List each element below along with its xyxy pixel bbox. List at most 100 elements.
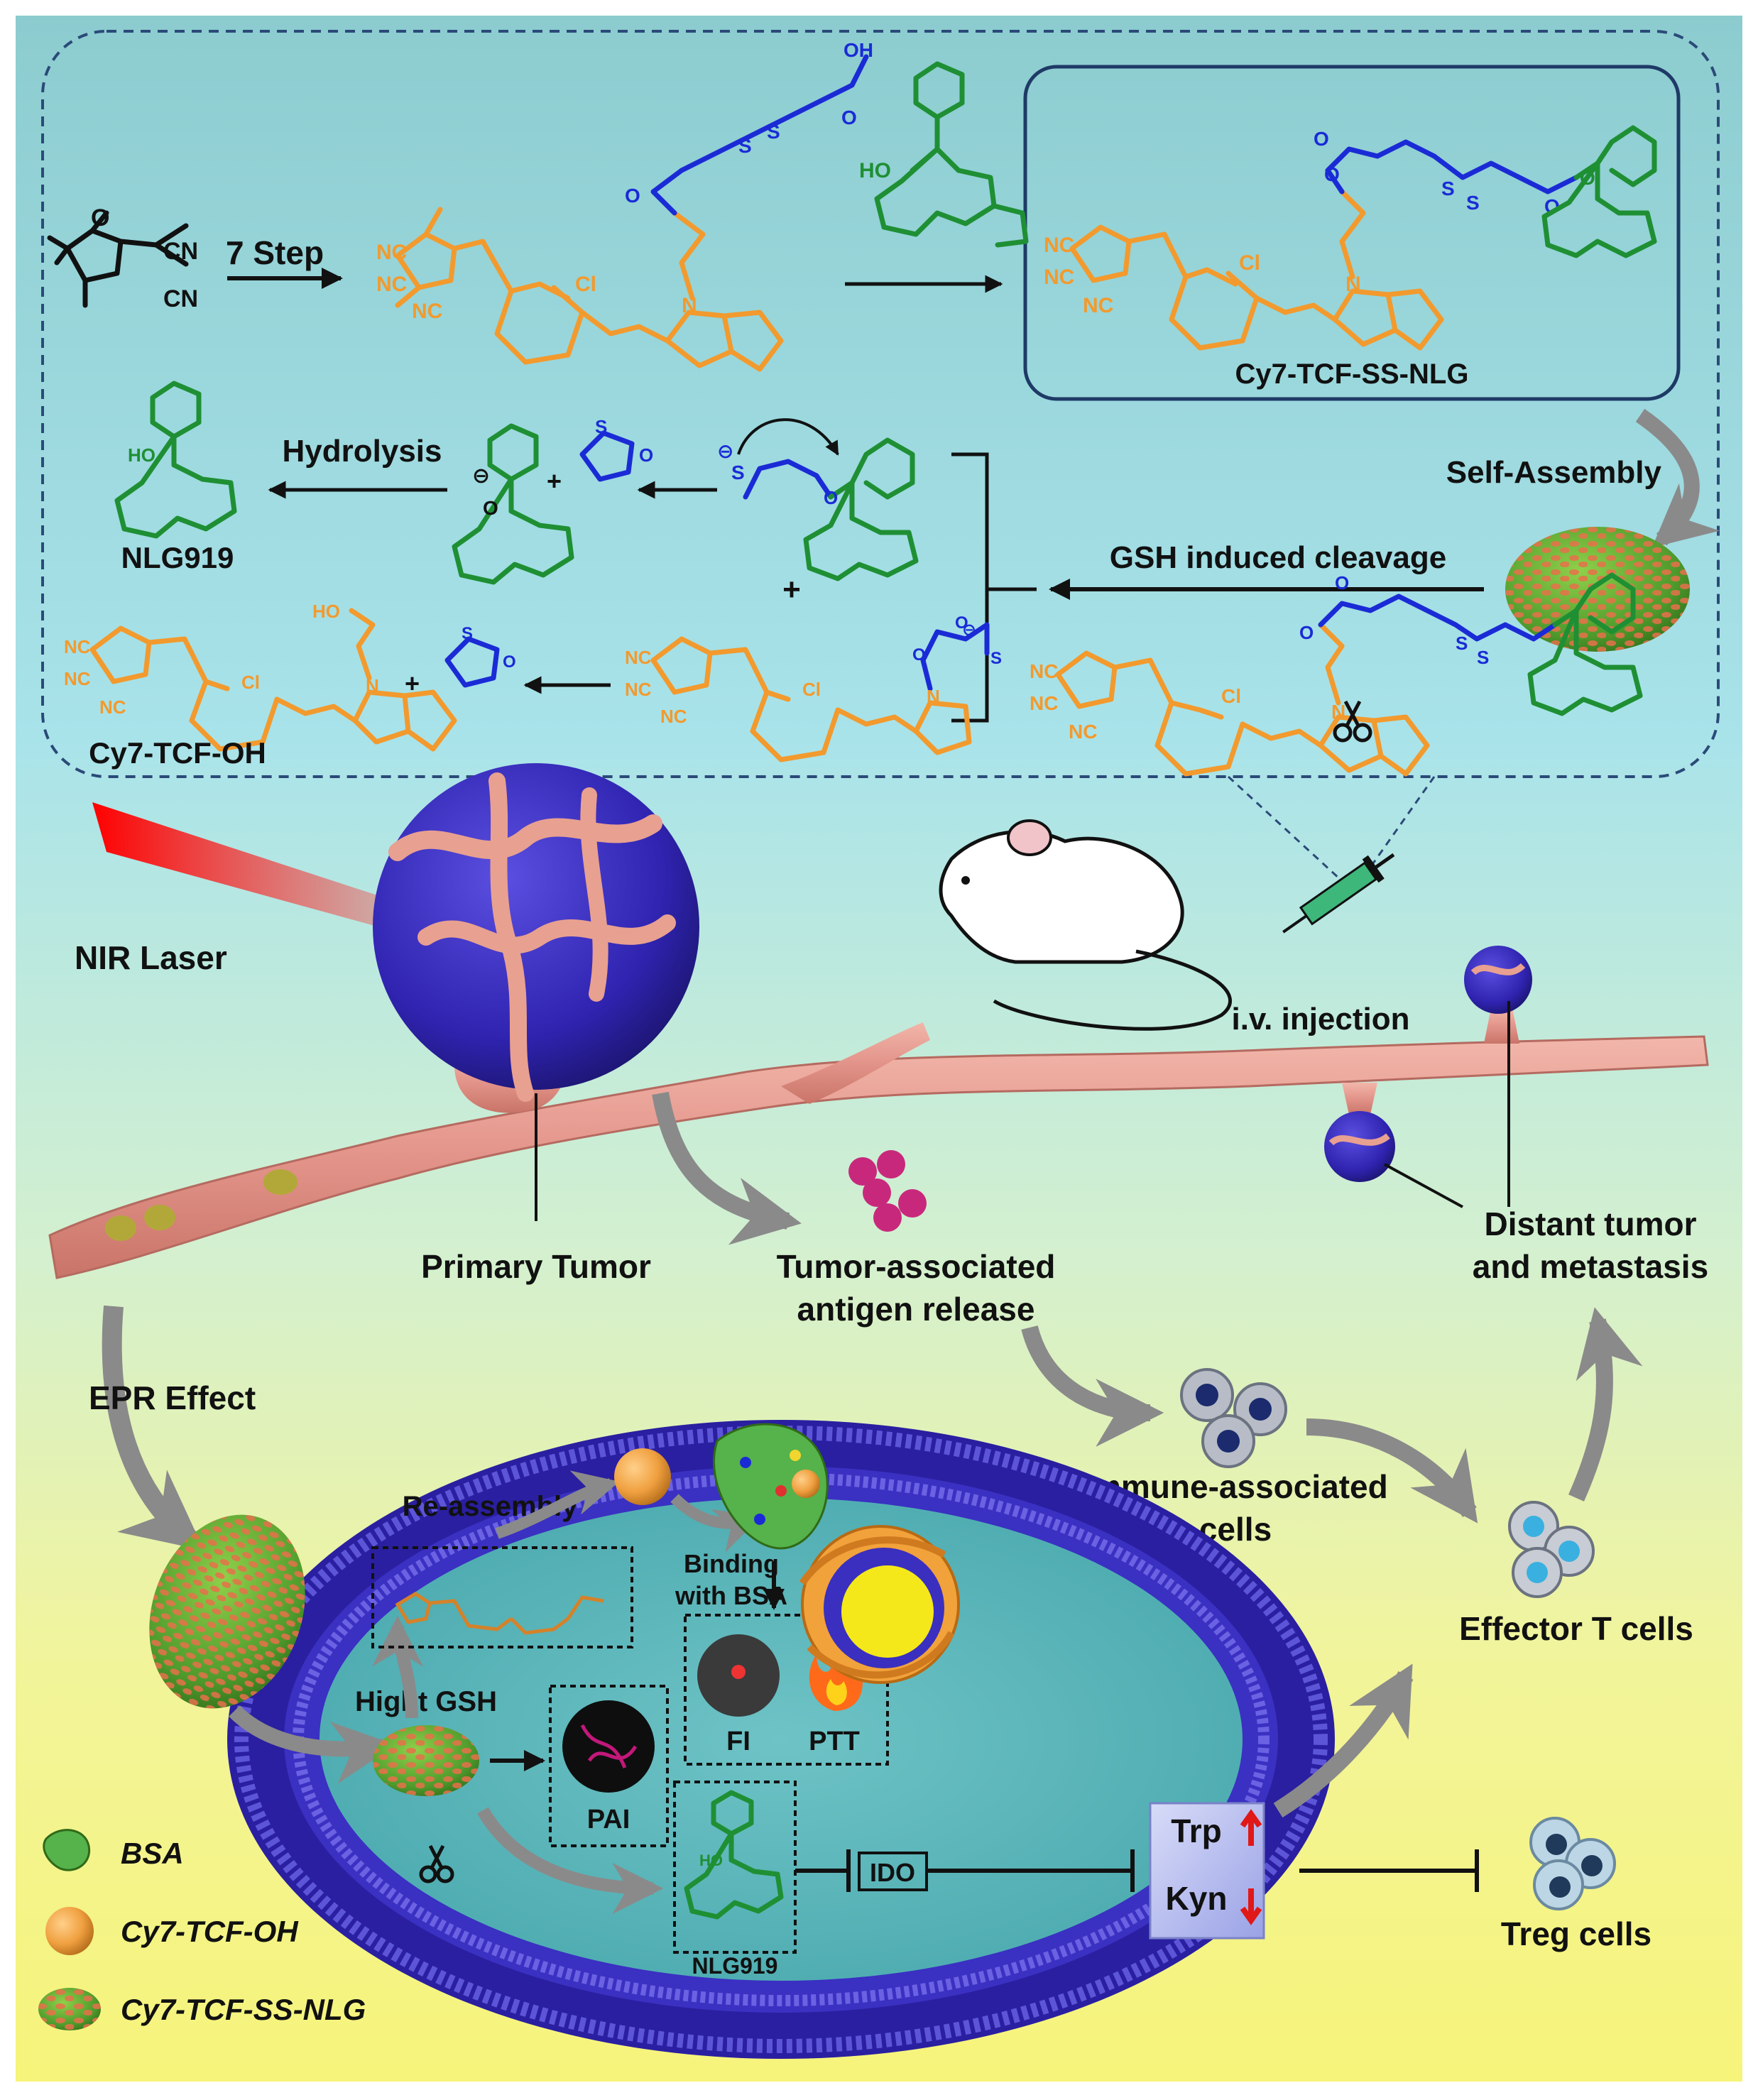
distant-tumor-bottom — [1324, 1083, 1395, 1182]
atom-o-acid: O — [841, 106, 857, 128]
arrow-to-distant — [1568, 1307, 1643, 1502]
atom-ho-nlg: HO — [859, 159, 891, 182]
legend-ss-nlg-dots — [38, 1988, 101, 2030]
cy7-ball-inside — [614, 1448, 671, 1505]
primary-tumor — [373, 763, 699, 1113]
legend-cy7-tcf-oh: Cy7-TCF-OH — [121, 1915, 299, 1948]
pai-signal — [580, 1724, 638, 1768]
atom-s-t2: S — [990, 649, 1002, 668]
scissors-icon-cell — [419, 1844, 454, 1883]
atom-nc-c3: NC — [1069, 721, 1097, 743]
label-epr-effect: EPR Effect — [89, 1379, 256, 1416]
mouse-icon — [939, 819, 1232, 1031]
label-hydrolysis: Hydrolysis — [283, 434, 442, 469]
nlg919-reagent: HO — [859, 61, 1029, 248]
label-nir-laser: NIR Laser — [75, 939, 227, 976]
arrow-to-dye — [372, 1615, 424, 1719]
zoom-line-right — [1355, 776, 1436, 888]
legend: BSA Cy7-TCF-OH Cy7-TCF-SS-NLG — [38, 1829, 366, 2030]
atom-n-t: N — [927, 686, 940, 707]
atom-ho-product: HO — [128, 444, 155, 466]
dye-box — [371, 1546, 633, 1648]
label-primary-tumor: Primary Tumor — [421, 1248, 651, 1285]
label-antigen-release-2: antigen release — [797, 1291, 1035, 1328]
atom-minus-t2: ⊖ — [962, 620, 976, 640]
atom-cl-t: Cl — [802, 679, 821, 700]
atom-s-c2: S — [1477, 647, 1489, 668]
label-pai: PAI — [587, 1805, 630, 1834]
atom-nc-p2: NC — [1044, 266, 1074, 289]
nlg919-box — [673, 1781, 797, 1954]
label-binding-1: Binding — [684, 1549, 779, 1578]
arrow-to-effector-from-trp — [1273, 1663, 1414, 1818]
product-molecule: NC NC NC Cl N O O S S O O — [1044, 125, 1657, 351]
atom-o-t: O — [824, 487, 838, 508]
label-fi: FI — [726, 1727, 750, 1756]
atom-s-t: S — [731, 461, 745, 483]
atom-minus-t: ⊖ — [717, 440, 733, 462]
atom-cn-1: CN — [163, 238, 198, 265]
arrow-to-immune — [1021, 1325, 1164, 1447]
atom-nc-p3: NC — [1083, 294, 1113, 317]
atom-s-thiolactone-1: S — [595, 416, 607, 437]
distant-tumor-top — [1464, 946, 1532, 1044]
atom-n-p: N — [1345, 273, 1361, 296]
vessel-branch — [781, 1022, 930, 1104]
nlg919-product: HO — [114, 381, 237, 539]
atom-oh-acid: OH — [843, 39, 873, 61]
atom-ho-o: HO — [312, 601, 340, 622]
atom-cl-c: Cl — [1221, 685, 1241, 707]
atom-o-p1: O — [1314, 128, 1329, 150]
treg-cells — [1529, 1817, 1616, 1910]
label-ido: IDO — [870, 1858, 915, 1887]
atom-n: N — [682, 294, 697, 317]
nir-laser-beam — [92, 802, 454, 948]
atom-n-c: N — [1331, 701, 1345, 723]
label-binding-2: with BSA — [675, 1581, 787, 1610]
label-ptt: PTT — [809, 1727, 860, 1756]
vessel-particle-3 — [263, 1169, 297, 1195]
atom-cl-o: Cl — [241, 672, 260, 693]
arrow-self-assembly — [1635, 408, 1720, 548]
atom-s-c1: S — [1456, 633, 1468, 654]
nanocomplex-core — [799, 1525, 960, 1684]
label-cy7-tcf-ss-nlg: Cy7-TCF-SS-NLG — [1235, 359, 1469, 390]
cy7-thiolate: NC NC NC Cl N O O S ⊖ — [625, 613, 1002, 762]
atom-nc-c1: NC — [1030, 660, 1058, 682]
dye-structure-small — [395, 1592, 604, 1635]
label-7-step: 7 Step — [226, 234, 324, 271]
atom-s-2: S — [767, 121, 780, 143]
vessel-particle-2 — [144, 1205, 175, 1230]
label-gsh-cleavage: GSH induced cleavage — [1110, 540, 1446, 575]
atom-s-1: S — [738, 135, 752, 157]
atom-minus-a: ⊖ — [472, 464, 490, 488]
bsa-complex — [713, 1423, 829, 1550]
atom-s-thiolactone-2: S — [462, 624, 473, 643]
atom-nc-t2: NC — [625, 679, 652, 700]
label-high-gsh: Hight GSH — [355, 1686, 497, 1717]
atom-o-thiolactone-1: O — [639, 444, 653, 466]
cleaved-molecule: NC NC NC Cl N O O S S — [1030, 572, 1643, 777]
atom-o-t2: O — [955, 613, 968, 633]
nlg919-structure-cell — [684, 1790, 784, 1920]
atom-o-c2: O — [1335, 572, 1349, 594]
atom-nc-p1: NC — [1044, 234, 1074, 257]
trp-up-arrow — [1240, 1809, 1262, 1846]
atom-nc-1: NC — [376, 241, 407, 264]
atom-o-thiolactone-2: O — [503, 652, 516, 672]
atom-nc-o3: NC — [99, 696, 126, 718]
atom-nc-2: NC — [376, 273, 407, 296]
label-trp: Trp — [1171, 1812, 1222, 1849]
legend-bsa-swatch — [43, 1829, 91, 1871]
label-treg-cells: Treg cells — [1501, 1915, 1651, 1952]
atom-ho-cell: HO — [699, 1852, 723, 1869]
atom-nc-t1: NC — [625, 647, 652, 668]
atom-nc-o1: NC — [64, 636, 91, 657]
label-distant-tumor-1: Distant tumor — [1485, 1205, 1697, 1242]
atom-nc-c2: NC — [1030, 692, 1058, 714]
atom-nc-t3: NC — [660, 706, 687, 727]
fi-ptt-box — [684, 1614, 889, 1766]
blood-vessel — [48, 1035, 1709, 1279]
